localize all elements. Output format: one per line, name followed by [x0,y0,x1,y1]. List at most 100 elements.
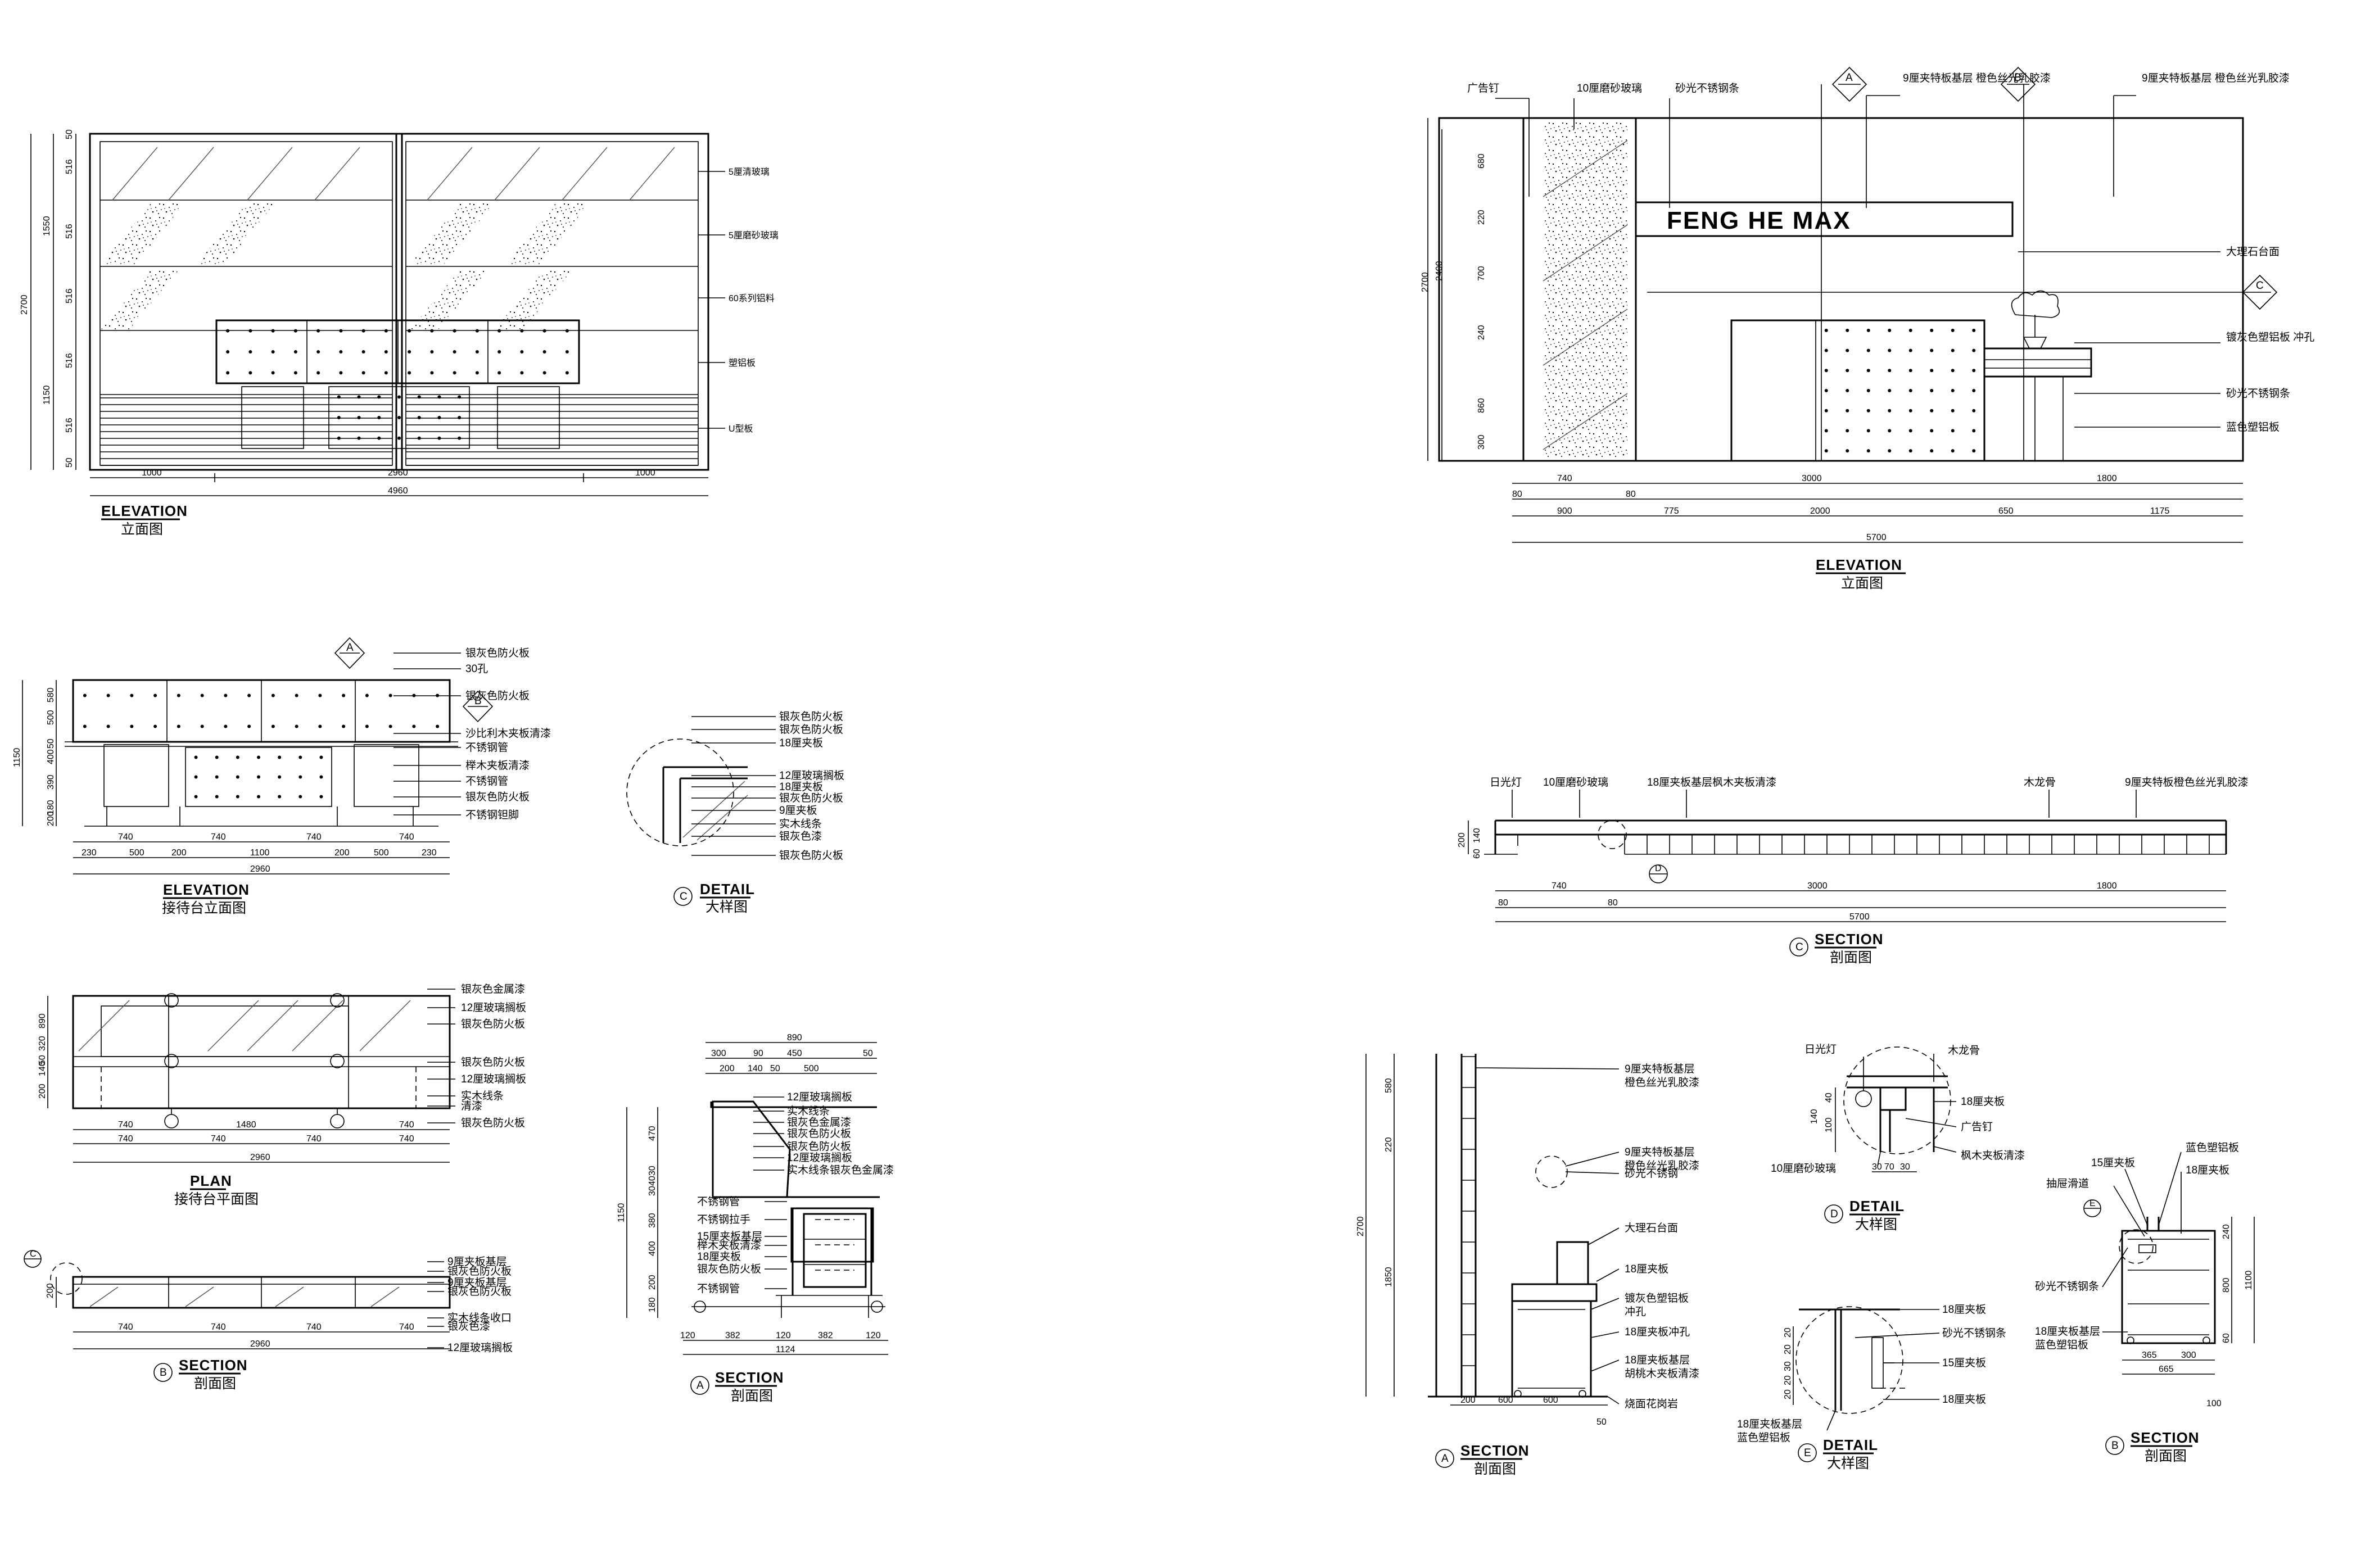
perforation [236,795,239,799]
perforation [1951,449,1955,453]
perforation [497,350,501,354]
perforation [1824,328,1828,332]
perforation [436,724,440,728]
svg-text:200: 200 [1457,832,1467,848]
perforation [1908,369,1912,373]
annotation-text: 抽屉滑道 [2046,1177,2089,1190]
svg-text:A: A [346,642,354,654]
perforation [1951,348,1955,352]
svg-text:C: C [30,1249,37,1259]
perforation [520,371,524,375]
annotation-text: 日光灯 [1490,776,1522,788]
perforation [1972,389,1976,392]
annotation-text: 80 [1608,898,1618,908]
perforation [1846,449,1849,453]
perforation [453,350,456,354]
annotation-text: 大理石台面 [1625,1222,1678,1234]
perforation [430,371,434,375]
perforation [1908,389,1912,392]
perforation [1951,409,1955,413]
annotation-text: 实木线条 [779,818,822,830]
annotation-text: 300 [711,1049,726,1058]
annotation-text: 烧面花岗岩 [1625,1398,1678,1410]
annotation-text: 382 [725,1331,740,1340]
plant-icon [2011,290,2060,349]
annotation-text: 3000 [1807,881,1828,891]
svg-text:70: 70 [1884,1162,1894,1172]
perforation [257,775,260,779]
annotation-text: 400 [46,749,56,764]
perforation [1866,389,1870,392]
annotation-text: 9厘夹板基层 [447,1256,507,1268]
annotation-text: 15厘夹板 [2091,1157,2135,1169]
svg-text:30: 30 [1900,1162,1910,1172]
svg-text:60: 60 [1472,849,1482,859]
perforation [1908,328,1912,332]
svg-text:40: 40 [1824,1093,1834,1103]
annotation-text: 实木线条 [461,1090,504,1102]
annotation-text: 18厘夹板冲孔 [1625,1326,1690,1338]
annotation-text: 740 [118,832,133,842]
svg-text:700: 700 [1477,266,1486,281]
view-title-cn: 大样图 [1827,1456,1869,1471]
annotation-text: 740 [306,1134,322,1144]
svg-text:890: 890 [787,1033,802,1043]
perforation [1888,328,1892,332]
annotation-text: 砂光不锈钢条 [1942,1327,2006,1339]
perforation [1824,369,1828,373]
perforation [1824,348,1828,352]
perforation [83,724,87,728]
section-marker-c: C [2242,274,2278,310]
perforation [293,329,297,333]
perforation [397,436,401,440]
svg-text:220: 220 [1384,1137,1394,1152]
label: 5厘清玻璃 [729,167,770,177]
annotation-text: 枫木夹板清漆 [1961,1149,2025,1162]
perforation [319,755,323,759]
svg-text:2000: 2000 [1810,506,1830,516]
annotation-text: 15厘夹板 [1942,1357,1986,1369]
perforation [1888,389,1892,392]
logo-text: FENG HE MAX [1667,207,1851,234]
annotation-text: 18厘夹板 [697,1250,741,1263]
annotation-text: 9厘夹特板橙色丝光乳胶漆 [2125,776,2249,788]
perforation [1930,449,1934,453]
perforation [520,329,524,333]
annotation-text: 30孔 [465,663,488,675]
annotation-text: 120 [776,1331,791,1340]
annotation-text: 银灰色防火板 [779,723,843,736]
annotation-text: 银灰色防火板 [461,1056,525,1068]
annotation-text: 15厘夹板基层 [697,1230,762,1243]
perforation [1930,389,1934,392]
svg-text:D: D [1830,1208,1838,1220]
perforation [453,329,456,333]
svg-text:580: 580 [1384,1078,1394,1093]
perforation [1951,429,1955,433]
view-title: SECTION [1460,1442,1530,1459]
perforation [1930,328,1934,332]
perforation [295,694,298,697]
annotation-text: 380 [648,1213,657,1228]
annotation-text: 12厘玻璃搁板 [447,1342,513,1354]
annotation-text: 银灰色防火板 [461,1018,525,1030]
annotation-text: 200 [38,1084,47,1099]
perforation [1866,348,1870,352]
annotation-text: 榉木夹板清漆 [697,1239,761,1252]
annotation-text: 740 [118,1120,133,1130]
perforation [194,795,198,799]
section-marker-a: A [334,637,365,669]
svg-text:A: A [1846,72,1853,84]
perforation [1930,369,1934,373]
svg-text:516: 516 [65,288,74,303]
perforation [106,724,110,728]
annotation-text: 390 [46,774,56,790]
annotation-text: 18厘夹板基层胡桃木夹板清漆 [1625,1354,1699,1380]
view-title: ELEVATION [101,502,188,519]
perforation [1846,328,1849,332]
annotation-text: 木龙骨 [1948,1044,1980,1057]
perforation [130,724,134,728]
perforation [83,694,87,697]
svg-text:B: B [2111,1440,2119,1452]
